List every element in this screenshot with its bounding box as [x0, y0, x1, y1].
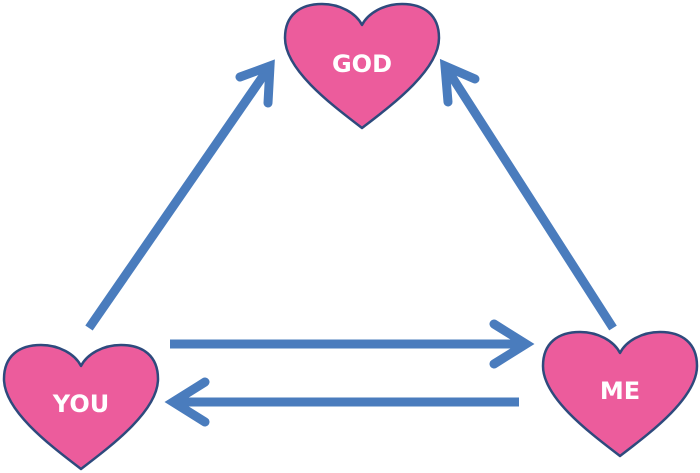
heart-me-label: ME — [600, 377, 640, 405]
heart-you: YOU — [2, 343, 160, 471]
heart-god-shape — [283, 2, 441, 130]
heart-me: ME — [541, 330, 699, 458]
arrow-you-to-god-head — [235, 59, 275, 108]
arrow-me-to-you-head — [164, 377, 210, 427]
arrow-me-to-god-shaft — [441, 63, 617, 331]
heart-god: GOD — [283, 2, 441, 130]
heart-god-label: GOD — [332, 50, 392, 78]
arrow-me-to-god — [439, 58, 617, 331]
heart-you-label: YOU — [52, 390, 109, 418]
arrow-you-to-me-head — [489, 319, 535, 369]
arrow-you-to-god — [85, 59, 275, 331]
arrow-me-to-you — [164, 377, 519, 427]
arrow-you-to-me — [170, 319, 535, 369]
arrow-me-to-god-head — [439, 58, 480, 107]
heart-you-shape — [2, 343, 160, 471]
arrow-you-to-god-shaft — [85, 63, 274, 331]
heart-me-shape — [541, 330, 699, 458]
